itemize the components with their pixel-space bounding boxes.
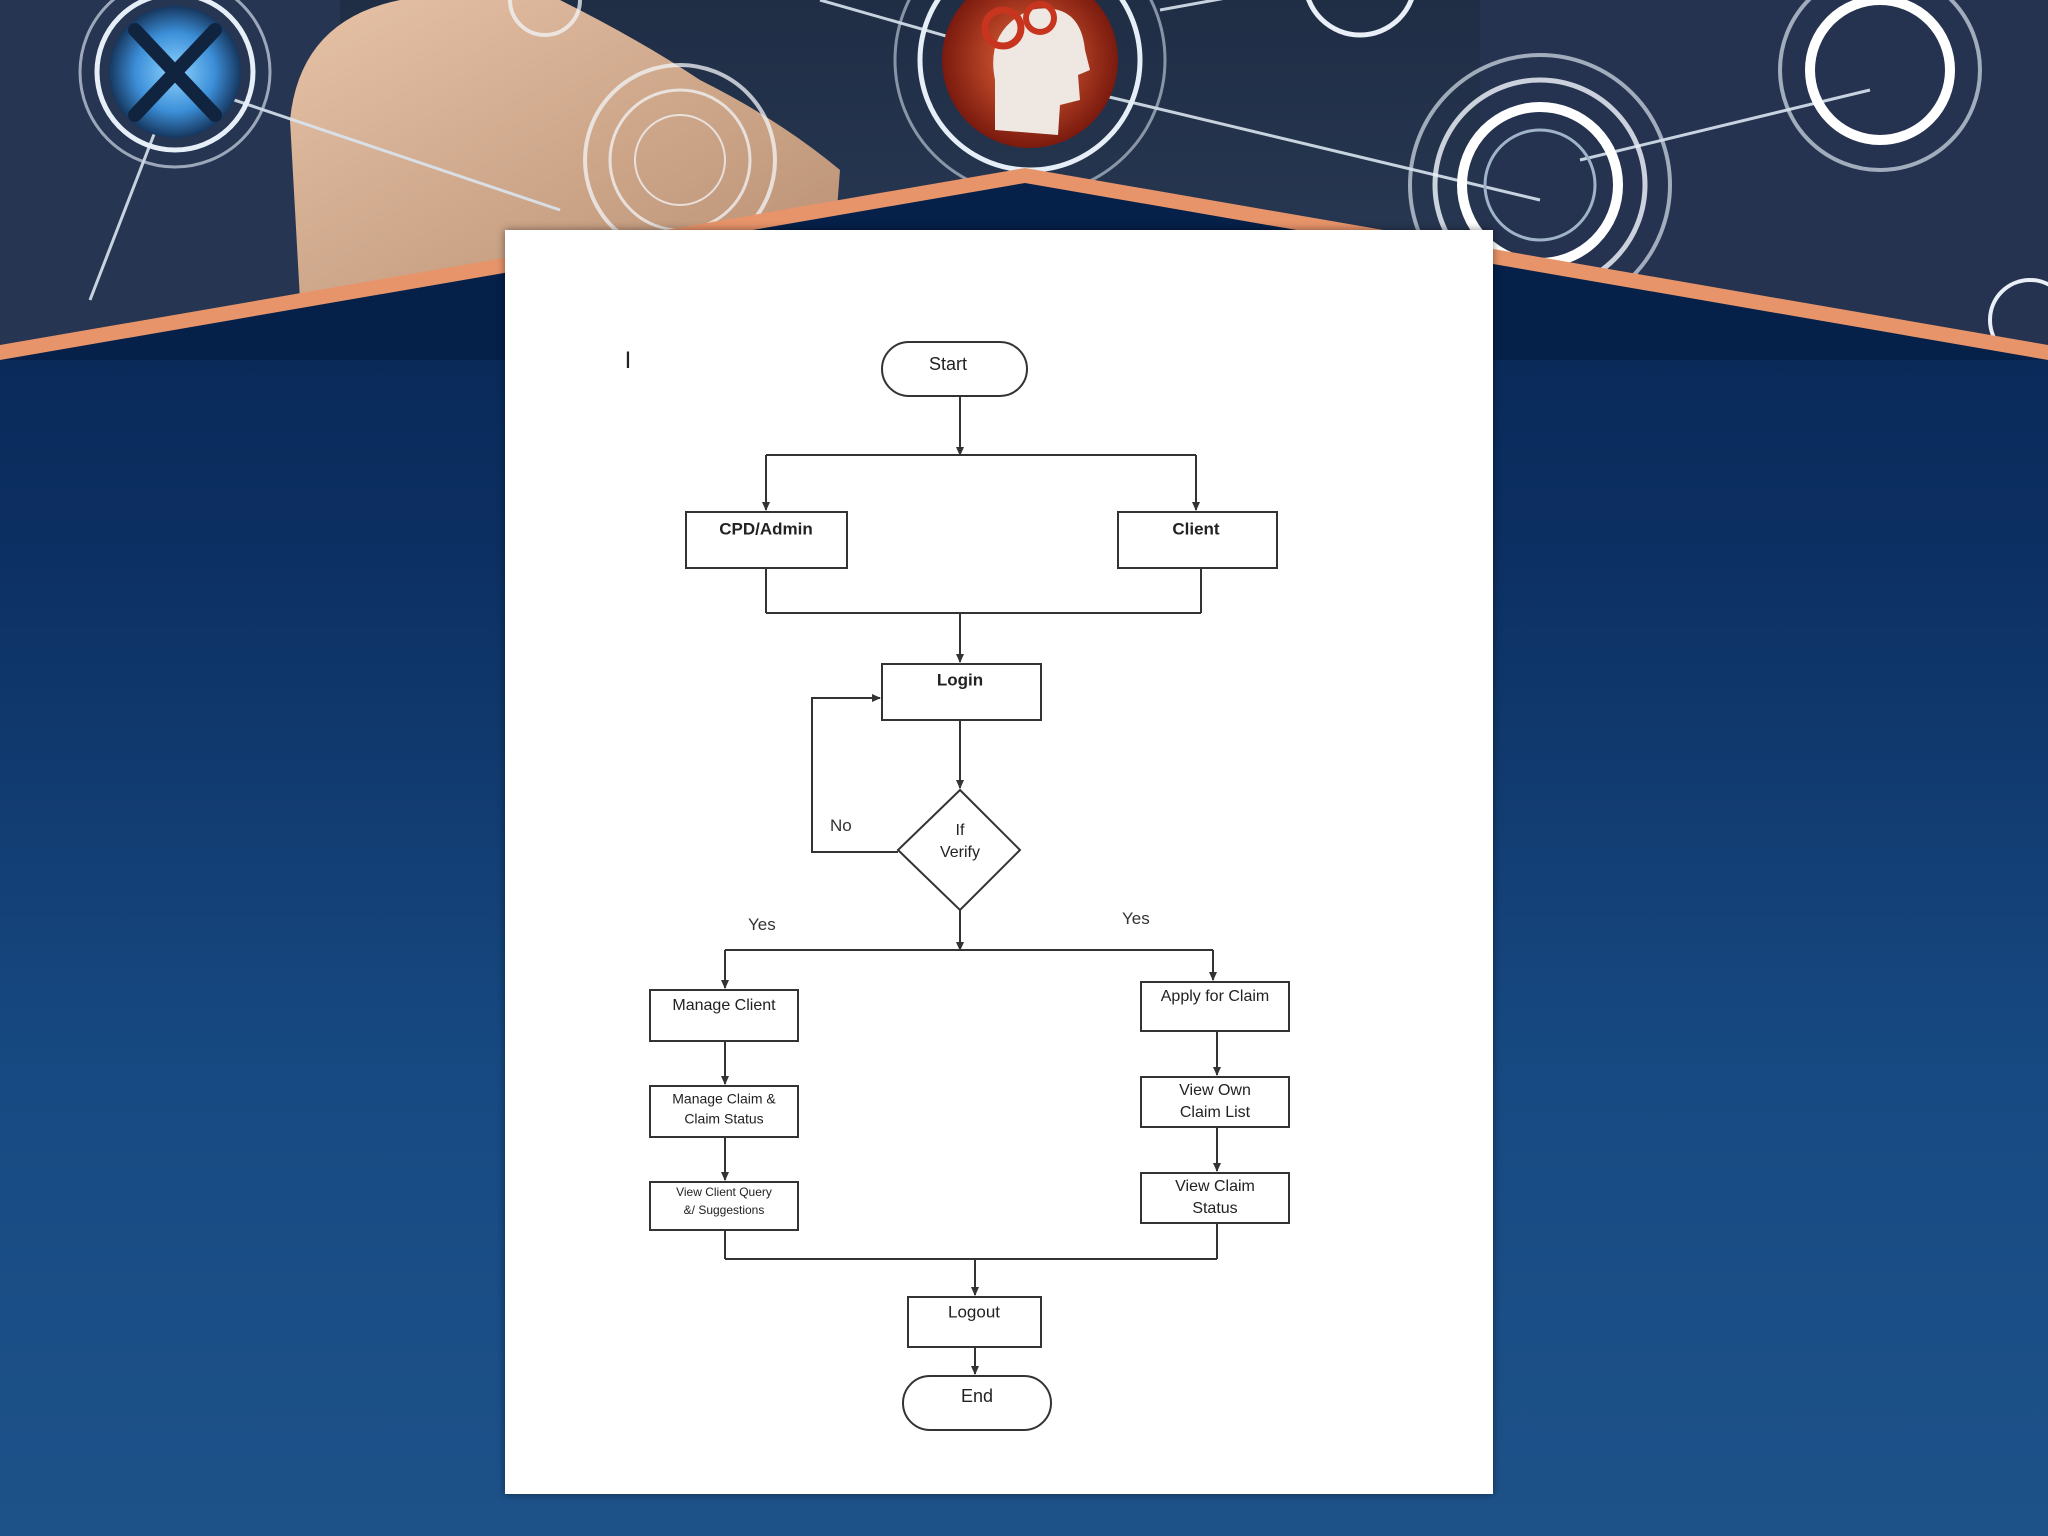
client-node: Client — [1117, 511, 1278, 569]
svg-text:End: End — [961, 1386, 993, 1406]
svg-text:Claim Status: Claim Status — [684, 1111, 763, 1127]
view-own-claim-node: View Own Claim List — [1140, 1076, 1290, 1128]
logout-node: Logout — [907, 1296, 1042, 1348]
verify-decision-node: If Verify — [896, 788, 1022, 912]
svg-text:Manage Claim &: Manage Claim & — [672, 1091, 776, 1107]
login-node: Login — [881, 663, 1042, 721]
svg-text:Verify: Verify — [940, 844, 980, 861]
apply-claim-node: Apply for Claim — [1140, 981, 1290, 1032]
cpd-admin-node: CPD/Admin — [685, 511, 848, 569]
edge-label-yes-left: Yes — [748, 915, 776, 934]
manage-client-node: Manage Client — [649, 989, 799, 1042]
flowchart-page: I — [505, 230, 1493, 1494]
tools-icon — [78, 0, 272, 169]
text-cursor-mark: I — [625, 347, 632, 374]
svg-text:Logout: Logout — [948, 1302, 1000, 1321]
end-node: End — [902, 1375, 1052, 1431]
svg-text:Manage Client: Manage Client — [672, 997, 776, 1014]
edge-label-no: No — [830, 816, 852, 835]
view-claim-status-node: View Claim Status — [1140, 1172, 1290, 1224]
svg-text:Status: Status — [1192, 1200, 1237, 1217]
head-gears-icon — [893, 0, 1167, 197]
svg-text:Apply for Claim: Apply for Claim — [1161, 988, 1269, 1005]
svg-text:View Own: View Own — [1179, 1082, 1251, 1099]
svg-text:View Claim: View Claim — [1175, 1178, 1255, 1195]
edge-label-yes-right: Yes — [1122, 909, 1150, 928]
svg-text:Client: Client — [1172, 519, 1220, 538]
svg-text:Claim List: Claim List — [1180, 1104, 1251, 1121]
flowchart: I — [625, 341, 1290, 1431]
svg-text:&/ Suggestions: &/ Suggestions — [684, 1203, 765, 1217]
start-node: Start — [881, 341, 1028, 397]
svg-text:View Client Query: View Client Query — [676, 1185, 772, 1199]
manage-claim-node: Manage Claim & Claim Status — [649, 1085, 799, 1138]
svg-text:If: If — [956, 822, 965, 839]
svg-text:Start: Start — [929, 354, 967, 374]
view-client-query-node: View Client Query &/ Suggestions — [649, 1181, 799, 1231]
svg-text:CPD/Admin: CPD/Admin — [719, 519, 813, 538]
connectors — [721, 396, 1221, 1375]
svg-text:Login: Login — [937, 670, 983, 689]
